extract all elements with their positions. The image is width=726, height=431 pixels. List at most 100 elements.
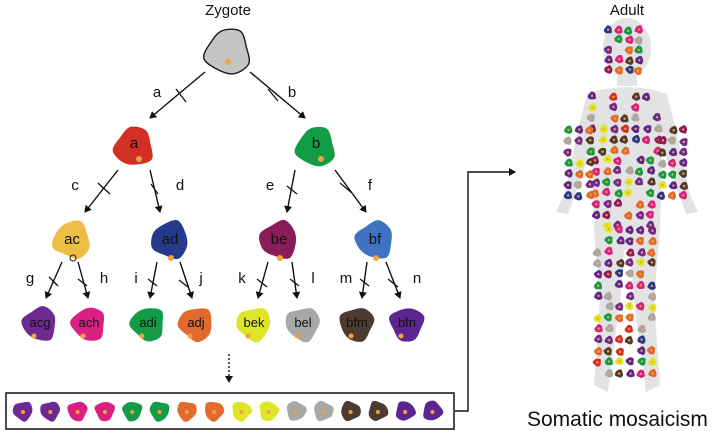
mutation-label-b: b	[288, 84, 296, 101]
mosaic-cell-nucleus	[628, 272, 632, 275]
mosaic-cell-nucleus	[628, 316, 632, 319]
mosaic-cell	[634, 177, 644, 186]
mosaic-cell-nucleus	[627, 327, 631, 331]
mosaic-cell	[648, 236, 657, 245]
mosaic-cell-nucleus	[634, 106, 637, 109]
cell-b: b	[294, 126, 335, 167]
mosaic-cell	[635, 210, 644, 220]
mosaic-cell-nucleus	[636, 69, 640, 73]
mosaic-cell-nucleus	[617, 228, 621, 231]
mosaic-cell-nucleus	[639, 214, 642, 217]
mosaic-cell-nucleus	[606, 202, 610, 206]
mosaic-cell	[624, 211, 633, 220]
mosaic-cell-nucleus	[627, 339, 631, 342]
mosaic-cell	[647, 312, 656, 321]
cell-bf-label: bf	[369, 231, 382, 248]
mosaic-cell-nucleus	[639, 284, 643, 287]
mosaic-cell-nucleus	[576, 183, 580, 186]
mosaic-cell	[591, 167, 600, 176]
mosaic-cell-nucleus	[628, 48, 631, 52]
mosaic-cell-nucleus	[638, 170, 641, 173]
row-cell	[259, 401, 280, 422]
mosaic-cell-nucleus	[618, 271, 621, 275]
mosaic-cell	[610, 124, 619, 134]
mosaic-cell	[592, 210, 601, 220]
mosaic-cell-nucleus	[602, 127, 605, 131]
mosaic-cell-nucleus	[612, 138, 616, 141]
row-cell	[286, 401, 307, 421]
mosaic-cell	[601, 187, 611, 197]
mosaic-cell	[658, 170, 667, 179]
mutation-label-c: c	[71, 177, 79, 194]
mosaic-cell	[623, 188, 632, 197]
mosaic-cell	[602, 210, 611, 220]
cell-bf-nucleus	[373, 255, 379, 261]
mosaic-cell-nucleus	[597, 294, 600, 298]
mosaic-cell	[641, 92, 651, 102]
mosaic-cell-nucleus	[682, 172, 685, 175]
row-cell	[149, 401, 170, 422]
mosaic-cell-nucleus	[629, 251, 632, 255]
mosaic-cell	[637, 346, 646, 355]
mosaic-cell	[634, 36, 643, 45]
mosaic-cell	[612, 165, 622, 174]
mosaic-cell-nucleus	[606, 170, 609, 173]
mosaic-cell	[613, 198, 622, 207]
mosaic-cell	[620, 124, 629, 133]
mosaic-cell-nucleus	[626, 191, 630, 195]
mosaic-cell-nucleus	[607, 227, 610, 231]
mosaic-cell	[585, 179, 594, 188]
mosaic-cell-nucleus	[607, 262, 610, 265]
mosaic-cell-nucleus	[627, 180, 631, 184]
mosaic-cell	[598, 135, 608, 144]
mosaic-cell	[604, 246, 613, 256]
mosaic-cell-nucleus	[637, 180, 641, 183]
mosaic-cell	[648, 368, 657, 378]
mosaic-cell	[647, 200, 656, 209]
mosaic-cell	[636, 225, 645, 235]
mosaic-cell	[634, 25, 643, 34]
mosaic-cell-nucleus	[596, 361, 599, 364]
mosaic-cell-nucleus	[628, 304, 631, 308]
mosaic-cell	[592, 358, 601, 367]
mosaic-cell-nucleus	[616, 168, 619, 172]
mutation-tick	[359, 278, 370, 287]
row-cell	[232, 401, 253, 422]
adult-body-silhouette	[556, 18, 698, 392]
row-cell	[177, 401, 197, 422]
mosaic-cell-nucleus	[637, 39, 640, 42]
mosaic-cell	[604, 224, 613, 234]
mosaic-cell	[636, 258, 645, 267]
mosaic-cell-nucleus	[619, 262, 622, 265]
mosaic-cell	[667, 136, 676, 145]
mosaic-cell-nucleus	[607, 360, 611, 363]
mosaic-cell-nucleus	[607, 48, 610, 52]
mosaic-cell	[637, 335, 646, 344]
cell-bfn-label: bfn	[398, 315, 416, 330]
mutation-tick	[147, 278, 158, 287]
mosaic-cell	[634, 167, 644, 176]
mosaic-cell-nucleus	[650, 251, 653, 255]
cell-bel-nucleus	[294, 333, 300, 339]
mutation-tick	[339, 182, 353, 194]
mosaic-cell	[563, 136, 572, 145]
mosaic-cell-nucleus	[567, 172, 570, 175]
mosaic-cell-nucleus	[596, 262, 599, 265]
mosaic-cell-nucleus	[648, 213, 652, 216]
mosaic-cell-nucleus	[640, 349, 643, 352]
cell-bek-nucleus	[245, 333, 251, 339]
cell-bfm: bfm	[339, 308, 375, 342]
cell-ad-label: ad	[162, 231, 179, 248]
mosaic-cell-nucleus	[618, 57, 621, 61]
mosaic-cell-nucleus	[616, 159, 619, 163]
row-cell	[40, 401, 61, 422]
mosaic-cell-nucleus	[650, 169, 653, 172]
mosaic-cell	[679, 138, 688, 147]
mosaic-cell-nucleus	[628, 38, 631, 42]
mosaic-cell	[625, 357, 634, 366]
mosaic-cell	[594, 346, 603, 356]
mosaic-cell-nucleus	[616, 181, 619, 184]
mosaic-cell	[586, 157, 595, 167]
cell-ach-label: ach	[79, 315, 100, 330]
